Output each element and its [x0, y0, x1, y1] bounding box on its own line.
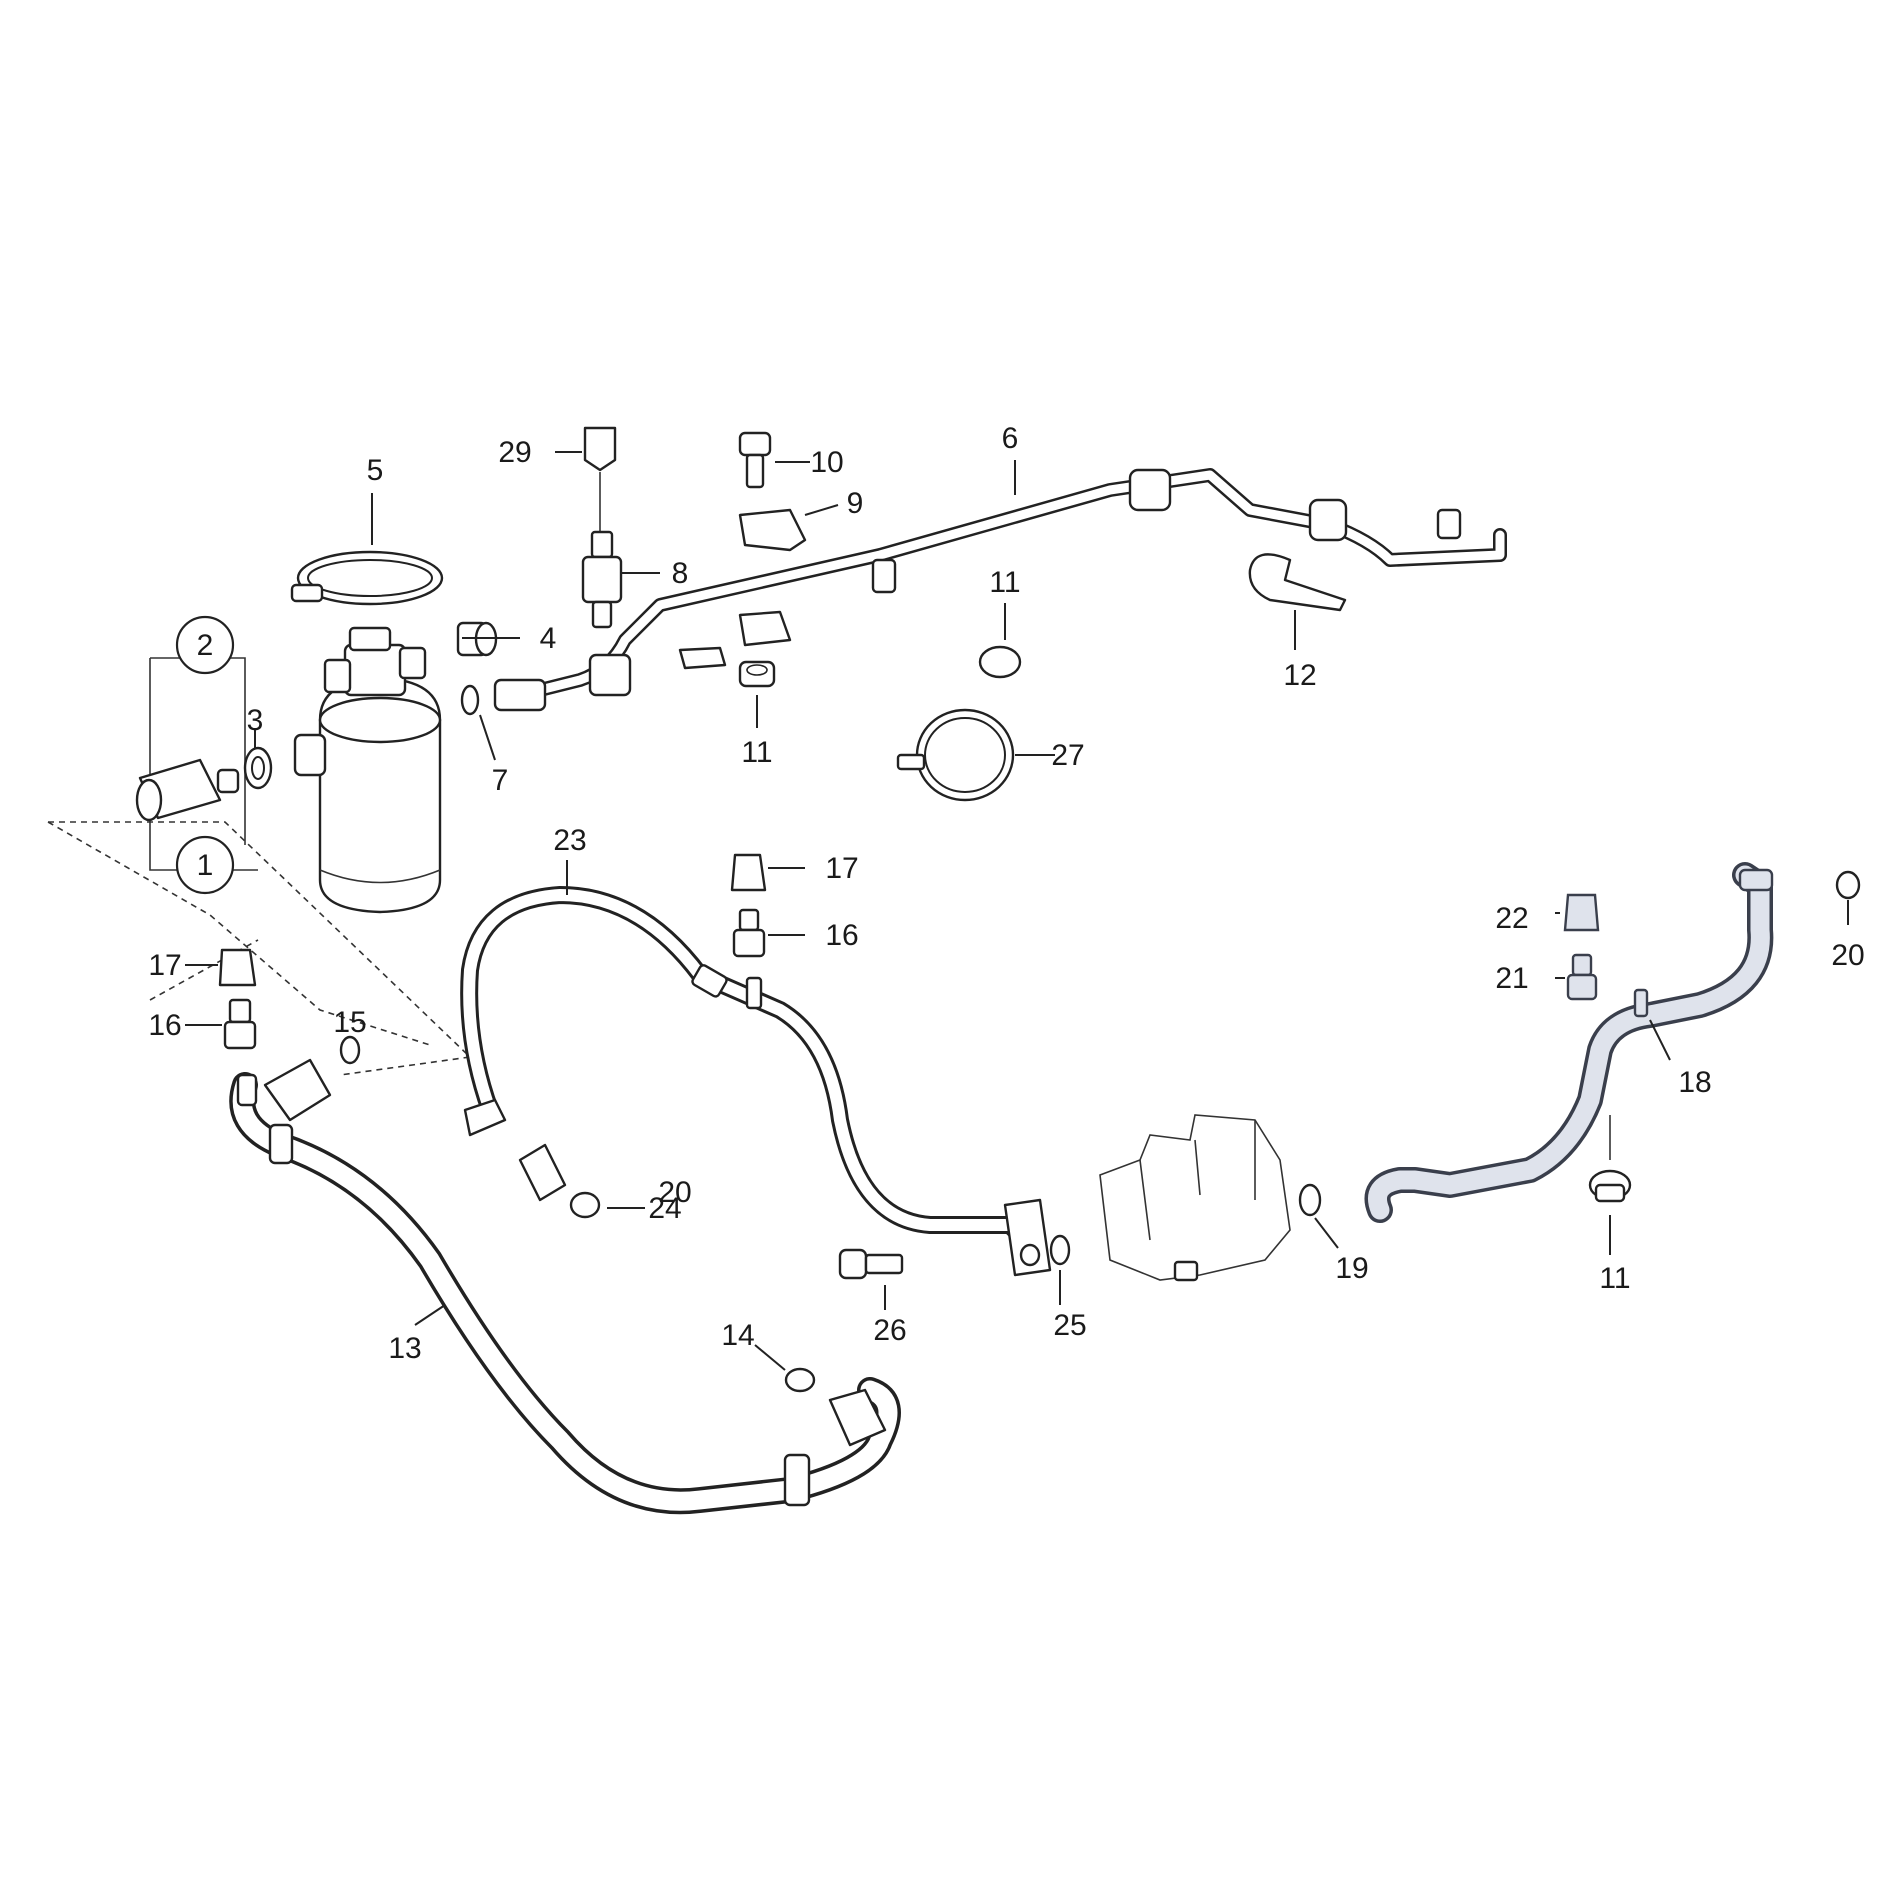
pressure-switch[interactable]	[581, 530, 623, 629]
hose-23[interactable]	[460, 885, 1052, 1277]
callout-8: 8	[672, 557, 689, 590]
line-bracket[interactable]	[738, 508, 807, 552]
bolt[interactable]	[738, 431, 772, 489]
callout-23: 23	[553, 824, 586, 857]
callout-11-right: 11	[1599, 1262, 1630, 1295]
ac-compressor	[1099, 1114, 1291, 1282]
hose-13[interactable]	[229, 1058, 901, 1515]
nut[interactable]	[738, 660, 776, 688]
callout-6: 6	[1002, 422, 1019, 455]
o-ring[interactable]	[569, 1191, 601, 1219]
callout-17-left: 17	[148, 949, 181, 982]
service-valve-cap[interactable]	[218, 948, 257, 987]
callout-14: 14	[721, 1319, 754, 1352]
callout-13: 13	[388, 1332, 421, 1365]
service-valve[interactable]	[1566, 953, 1598, 1001]
bolt[interactable]	[838, 1248, 904, 1280]
o-ring[interactable]	[1049, 1234, 1071, 1266]
grommet[interactable]	[978, 645, 1022, 679]
callout-2: 2	[197, 629, 214, 662]
callout-24: 24	[648, 1192, 681, 1225]
callout-11-middle: 11	[741, 736, 772, 769]
leader-lines	[185, 451, 1849, 1371]
grommet[interactable]	[1588, 1169, 1632, 1203]
callout-1: 1	[197, 849, 214, 882]
callout-20-right: 20	[1831, 939, 1864, 972]
callout-7: 7	[492, 764, 509, 797]
callout-3: 3	[247, 704, 264, 737]
callout-9: 9	[847, 487, 864, 520]
callout-17-middle: 17	[825, 852, 858, 885]
service-valve[interactable]	[223, 998, 257, 1050]
service-valve-cap[interactable]	[730, 853, 767, 892]
callout-18: 18	[1678, 1066, 1711, 1099]
callout-15: 15	[333, 1006, 366, 1039]
callout-4: 4	[540, 622, 557, 655]
callout-5: 5	[367, 454, 384, 487]
valve-cap-screw[interactable]	[745, 976, 763, 1010]
service-valve-cap[interactable]	[1563, 893, 1600, 932]
callout-16-middle: 16	[825, 919, 858, 952]
refrigerant-line-6[interactable]	[493, 468, 1507, 712]
callout-10: 10	[810, 446, 843, 479]
pressure-fitting[interactable]	[135, 758, 240, 822]
callout-25: 25	[1053, 1309, 1086, 1342]
switch-connector[interactable]	[583, 426, 617, 472]
o-ring[interactable]	[1298, 1183, 1322, 1217]
callout-circle-1	[175, 835, 235, 895]
callout-21: 21	[1495, 962, 1528, 995]
pressure-switch-group	[581, 426, 623, 629]
callout-12: 12	[1283, 659, 1316, 692]
o-ring[interactable]	[339, 1035, 361, 1065]
callout-26: 26	[873, 1314, 906, 1347]
o-ring[interactable]	[784, 1367, 816, 1393]
o-ring[interactable]	[1835, 870, 1861, 900]
service-valve[interactable]	[732, 908, 766, 958]
callout-20-middle: 20	[658, 1176, 691, 1209]
callout-circle-2	[175, 615, 235, 675]
callout-16-left: 16	[148, 1009, 181, 1042]
callout-labels: 1 2 3 4 5 6 7 8 9 10 11 11 11 12 13 14 1…	[148, 422, 1864, 1365]
receiver-drier-group	[47, 550, 498, 1076]
refrigerant-line-18[interactable]	[1364, 862, 1774, 1223]
o-ring[interactable]	[460, 684, 480, 716]
callout-22: 22	[1495, 902, 1528, 935]
callout-19: 19	[1335, 1252, 1368, 1285]
callout-11-top: 11	[989, 566, 1020, 599]
callout-27: 27	[1051, 739, 1084, 772]
line-clip[interactable]	[1248, 553, 1347, 612]
callout-29: 29	[498, 436, 531, 469]
